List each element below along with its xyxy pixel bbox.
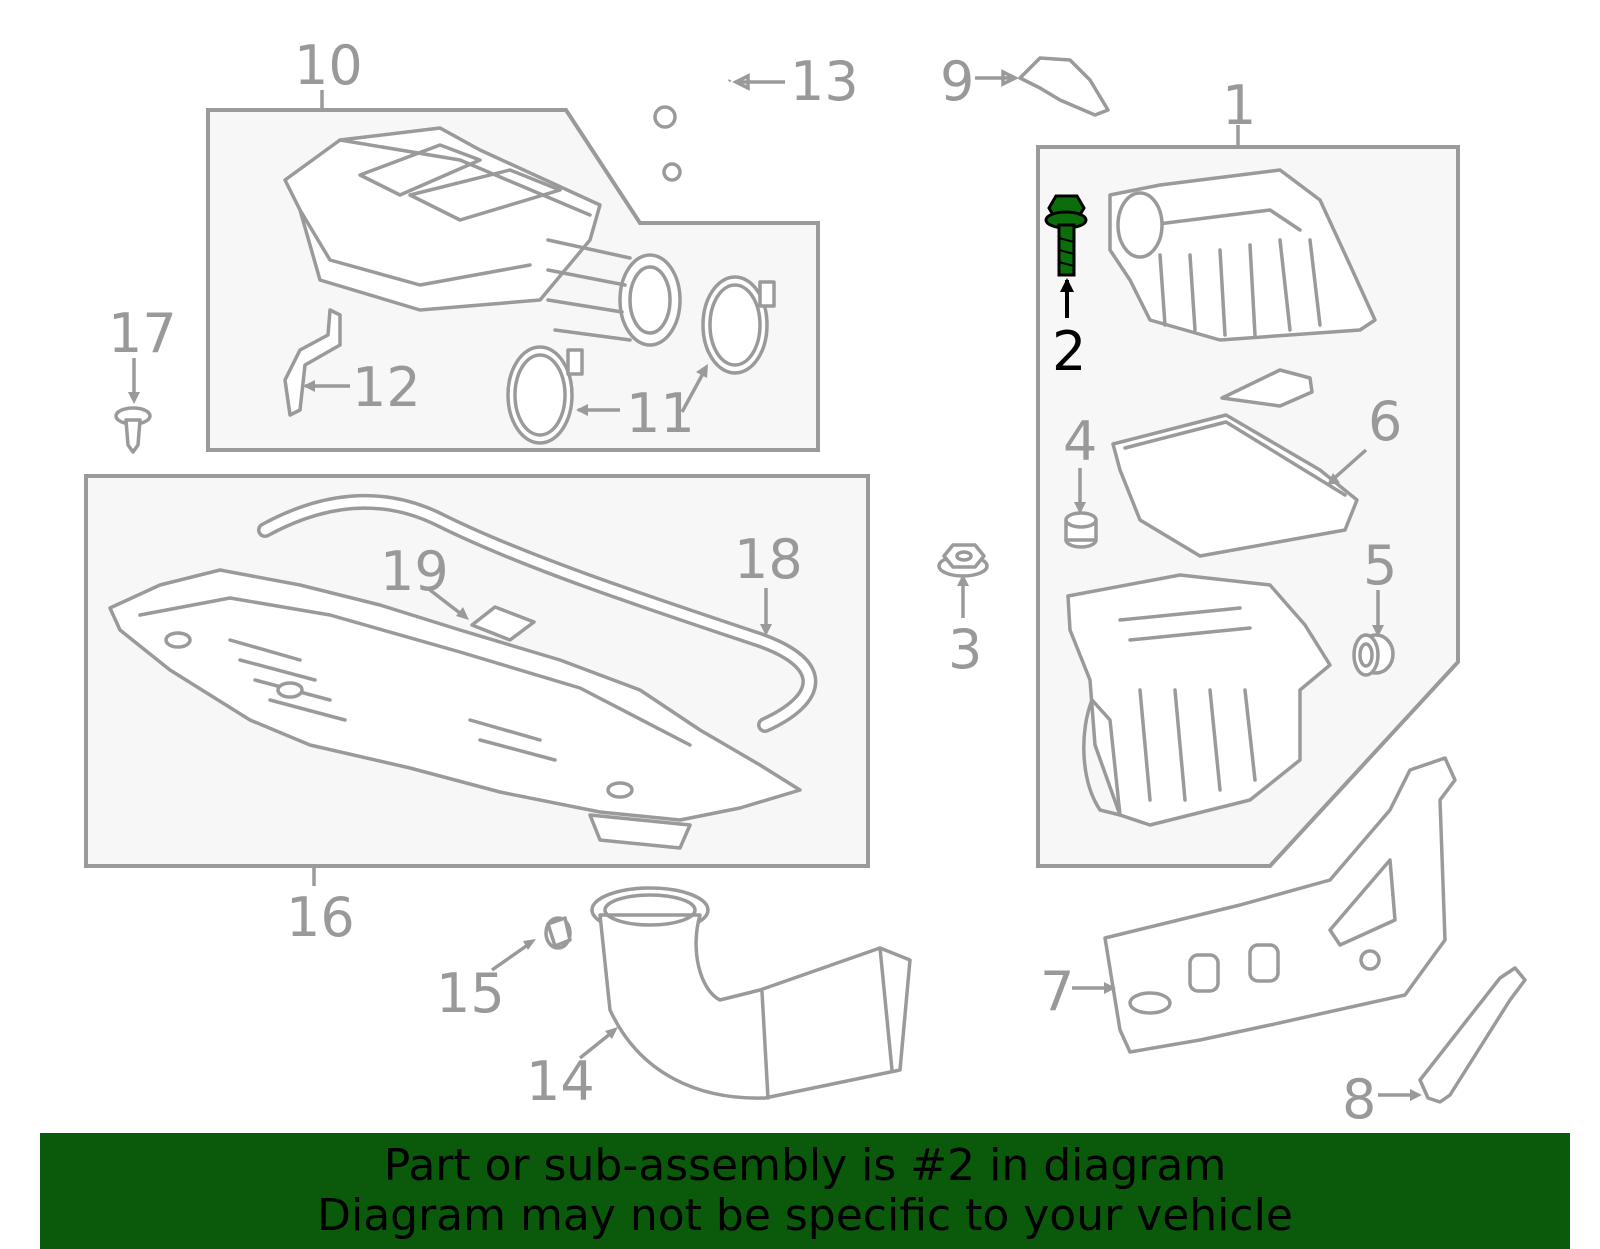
part-7-support: [1103, 756, 1457, 1054]
part-15-bumper: [544, 916, 572, 950]
part-4-grommet: [1064, 511, 1098, 549]
info-banner: Part or sub-assembly is #2 in diagram Di…: [40, 1133, 1570, 1249]
part-2-bolt: [1044, 194, 1088, 277]
callouts: 10 13 9 1 2 17 12 11 6 4 19 18 5 3 16 15…: [108, 34, 1402, 1131]
callout-18: 18: [734, 528, 803, 591]
part-19-label: [470, 605, 536, 642]
callout-14: 14: [526, 1050, 595, 1113]
callout-15: 15: [436, 962, 505, 1025]
callout-11: 11: [626, 382, 695, 445]
part-3-nut: [937, 543, 989, 578]
part-12-bracket: [283, 308, 342, 417]
callout-4: 4: [1063, 410, 1097, 473]
callout-2: 2: [1052, 320, 1086, 383]
callout-13: 13: [790, 50, 859, 113]
callout-19: 19: [380, 540, 449, 603]
callout-5: 5: [1363, 534, 1397, 597]
callout-1: 1: [1222, 74, 1256, 137]
callout-7: 7: [1040, 960, 1074, 1023]
part-10-air-cleaner-cover: [283, 126, 682, 347]
callout-16: 16: [286, 886, 355, 949]
parts-diagram: 10 13 9 1 2 17 12 11 6 4 19 18 5 3 16 15…: [84, 34, 1527, 1131]
part-7-details: [1128, 858, 1397, 1015]
part-5-grommet: [1352, 633, 1395, 677]
part-11-clamps: [506, 275, 776, 445]
banner-line-2: Diagram may not be specific to your vehi…: [317, 1190, 1293, 1241]
part-18-drain-hose: [257, 493, 818, 733]
part-13-vent-hose: [653, 57, 736, 182]
part-17-push-pin: [114, 406, 152, 454]
callout-12: 12: [352, 356, 421, 419]
callout-9: 9: [940, 50, 974, 113]
callout-3: 3: [948, 618, 982, 681]
callout-8: 8: [1342, 1068, 1376, 1131]
part-8-brace: [1418, 966, 1527, 1104]
callout-17: 17: [108, 302, 177, 365]
part-14-air-duct: [590, 886, 912, 1100]
leader-lines: [128, 69, 1422, 1101]
part-16-shield: [108, 568, 802, 850]
callout-6: 6: [1368, 390, 1402, 453]
callout-10: 10: [294, 34, 363, 97]
banner-line-1: Part or sub-assembly is #2 in diagram: [383, 1140, 1227, 1191]
part-9-clip: [1018, 56, 1110, 117]
part-1-air-cleaner-assembly: [1066, 168, 1377, 827]
